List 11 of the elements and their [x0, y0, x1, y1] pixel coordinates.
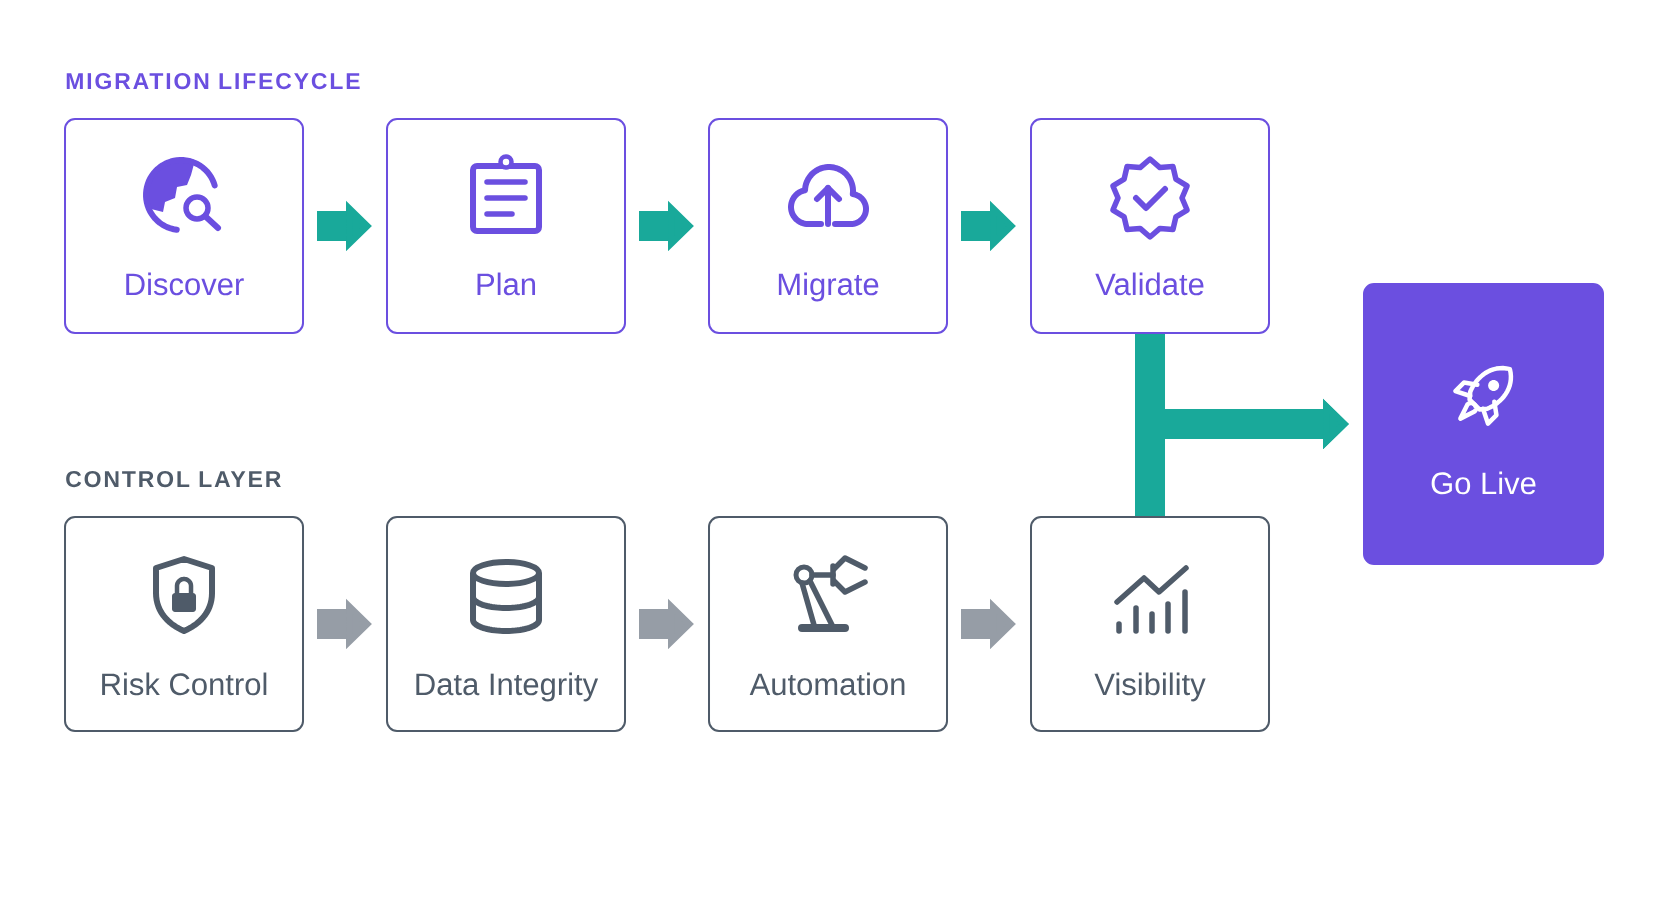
- process-box: Automation: [708, 516, 948, 732]
- process-box: Discover: [64, 118, 304, 334]
- process-box: Validate: [1030, 118, 1270, 334]
- process-box: Go Live: [1363, 283, 1604, 565]
- section-heading: MIGRATION LIFECYCLE: [66, 72, 360, 90]
- section-heading: CONTROL LAYER: [66, 470, 281, 488]
- process-box: Data Integrity: [386, 516, 626, 732]
- process-box: Migrate: [708, 118, 948, 334]
- process-box: Visibility: [1030, 516, 1270, 732]
- process-box: Plan: [386, 118, 626, 334]
- process-box: Risk Control: [64, 516, 304, 732]
